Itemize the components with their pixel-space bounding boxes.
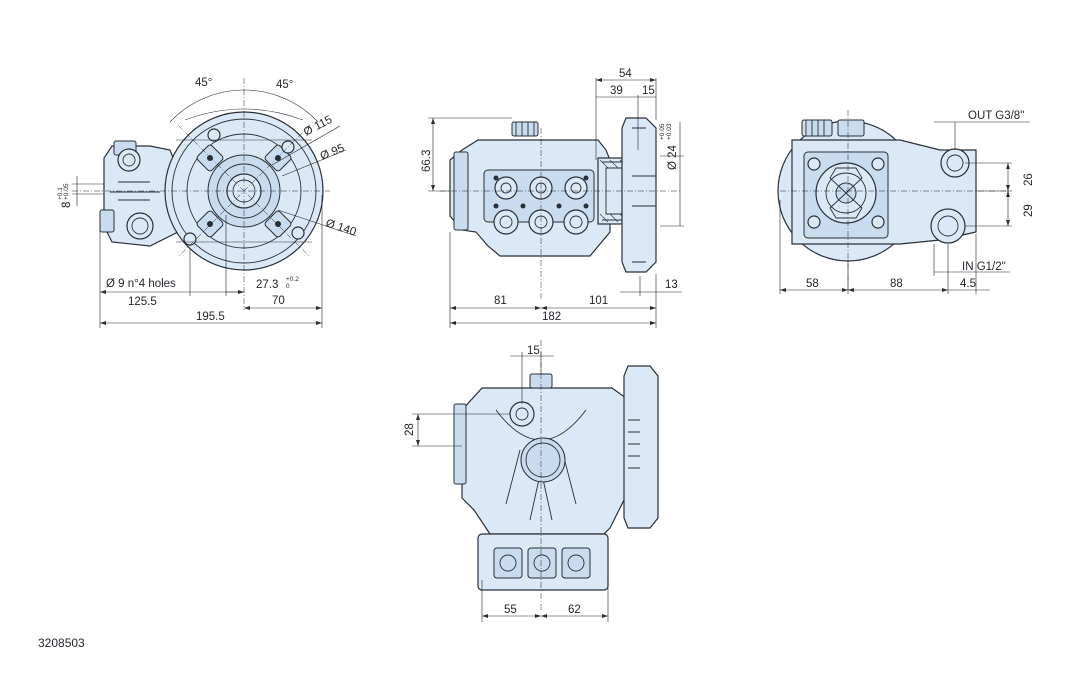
rear-dim-88: 88 <box>890 278 903 290</box>
drawing-code: 3208503 <box>38 636 85 650</box>
rear-dim-29: 29 <box>1023 204 1035 217</box>
front-tol-8-upper: +0.1 <box>57 187 64 200</box>
rear-view <box>777 110 1030 294</box>
rear-dim-26: 26 <box>1023 173 1035 186</box>
top-view <box>412 340 659 622</box>
side-dim-15: 15 <box>642 85 655 97</box>
side-dim-66-3: 66.3 <box>421 150 433 172</box>
side-dim-54: 54 <box>619 68 632 80</box>
front-dim-27-3: 27.3 <box>256 279 278 291</box>
front-dim-125-5: 125.5 <box>128 296 157 308</box>
front-dia-140-label: Ø 140 <box>324 217 358 238</box>
front-dim-8: 8 <box>61 202 73 208</box>
top-dim-15: 15 <box>527 345 540 357</box>
front-tol-27-3-upper: +0.2 <box>286 276 299 283</box>
side-view <box>428 78 684 328</box>
front-view <box>72 78 357 328</box>
side-dim-182: 182 <box>542 311 561 323</box>
rear-inlet-label: IN G1/2" <box>962 261 1006 273</box>
top-dim-28: 28 <box>404 423 416 436</box>
front-dia-115-label: Ø 115 <box>302 114 335 139</box>
front-holes-label: Ø 9 n°4 holes <box>106 278 176 290</box>
top-dim-62: 62 <box>568 604 581 616</box>
side-dim-13: 13 <box>665 279 678 291</box>
top-dim-55: 55 <box>504 604 517 616</box>
front-tol-8-lower: +0.05 <box>63 183 70 200</box>
side-dim-39: 39 <box>610 85 623 97</box>
front-dim-70: 70 <box>272 295 285 307</box>
rear-dim-4-5: 4.5 <box>960 278 976 290</box>
side-tol-shaft-lower: +0.03 <box>666 123 673 140</box>
side-shaft-dia: Ø 24 <box>667 144 679 170</box>
side-dim-81: 81 <box>494 295 507 307</box>
front-angle-left-label: 45° <box>195 77 212 89</box>
side-dim-101: 101 <box>589 295 608 307</box>
front-tol-27-3-lower: 0 <box>286 283 290 290</box>
rear-dim-58: 58 <box>806 278 819 290</box>
side-tol-shaft-upper: +0.05 <box>659 123 666 140</box>
front-dia-95-label: Ø 95 <box>319 142 347 162</box>
front-angle-right-label: 45° <box>276 79 293 91</box>
rear-outlet-label: OUT G3/8" <box>968 110 1024 122</box>
front-dim-195-5: 195.5 <box>196 311 225 323</box>
